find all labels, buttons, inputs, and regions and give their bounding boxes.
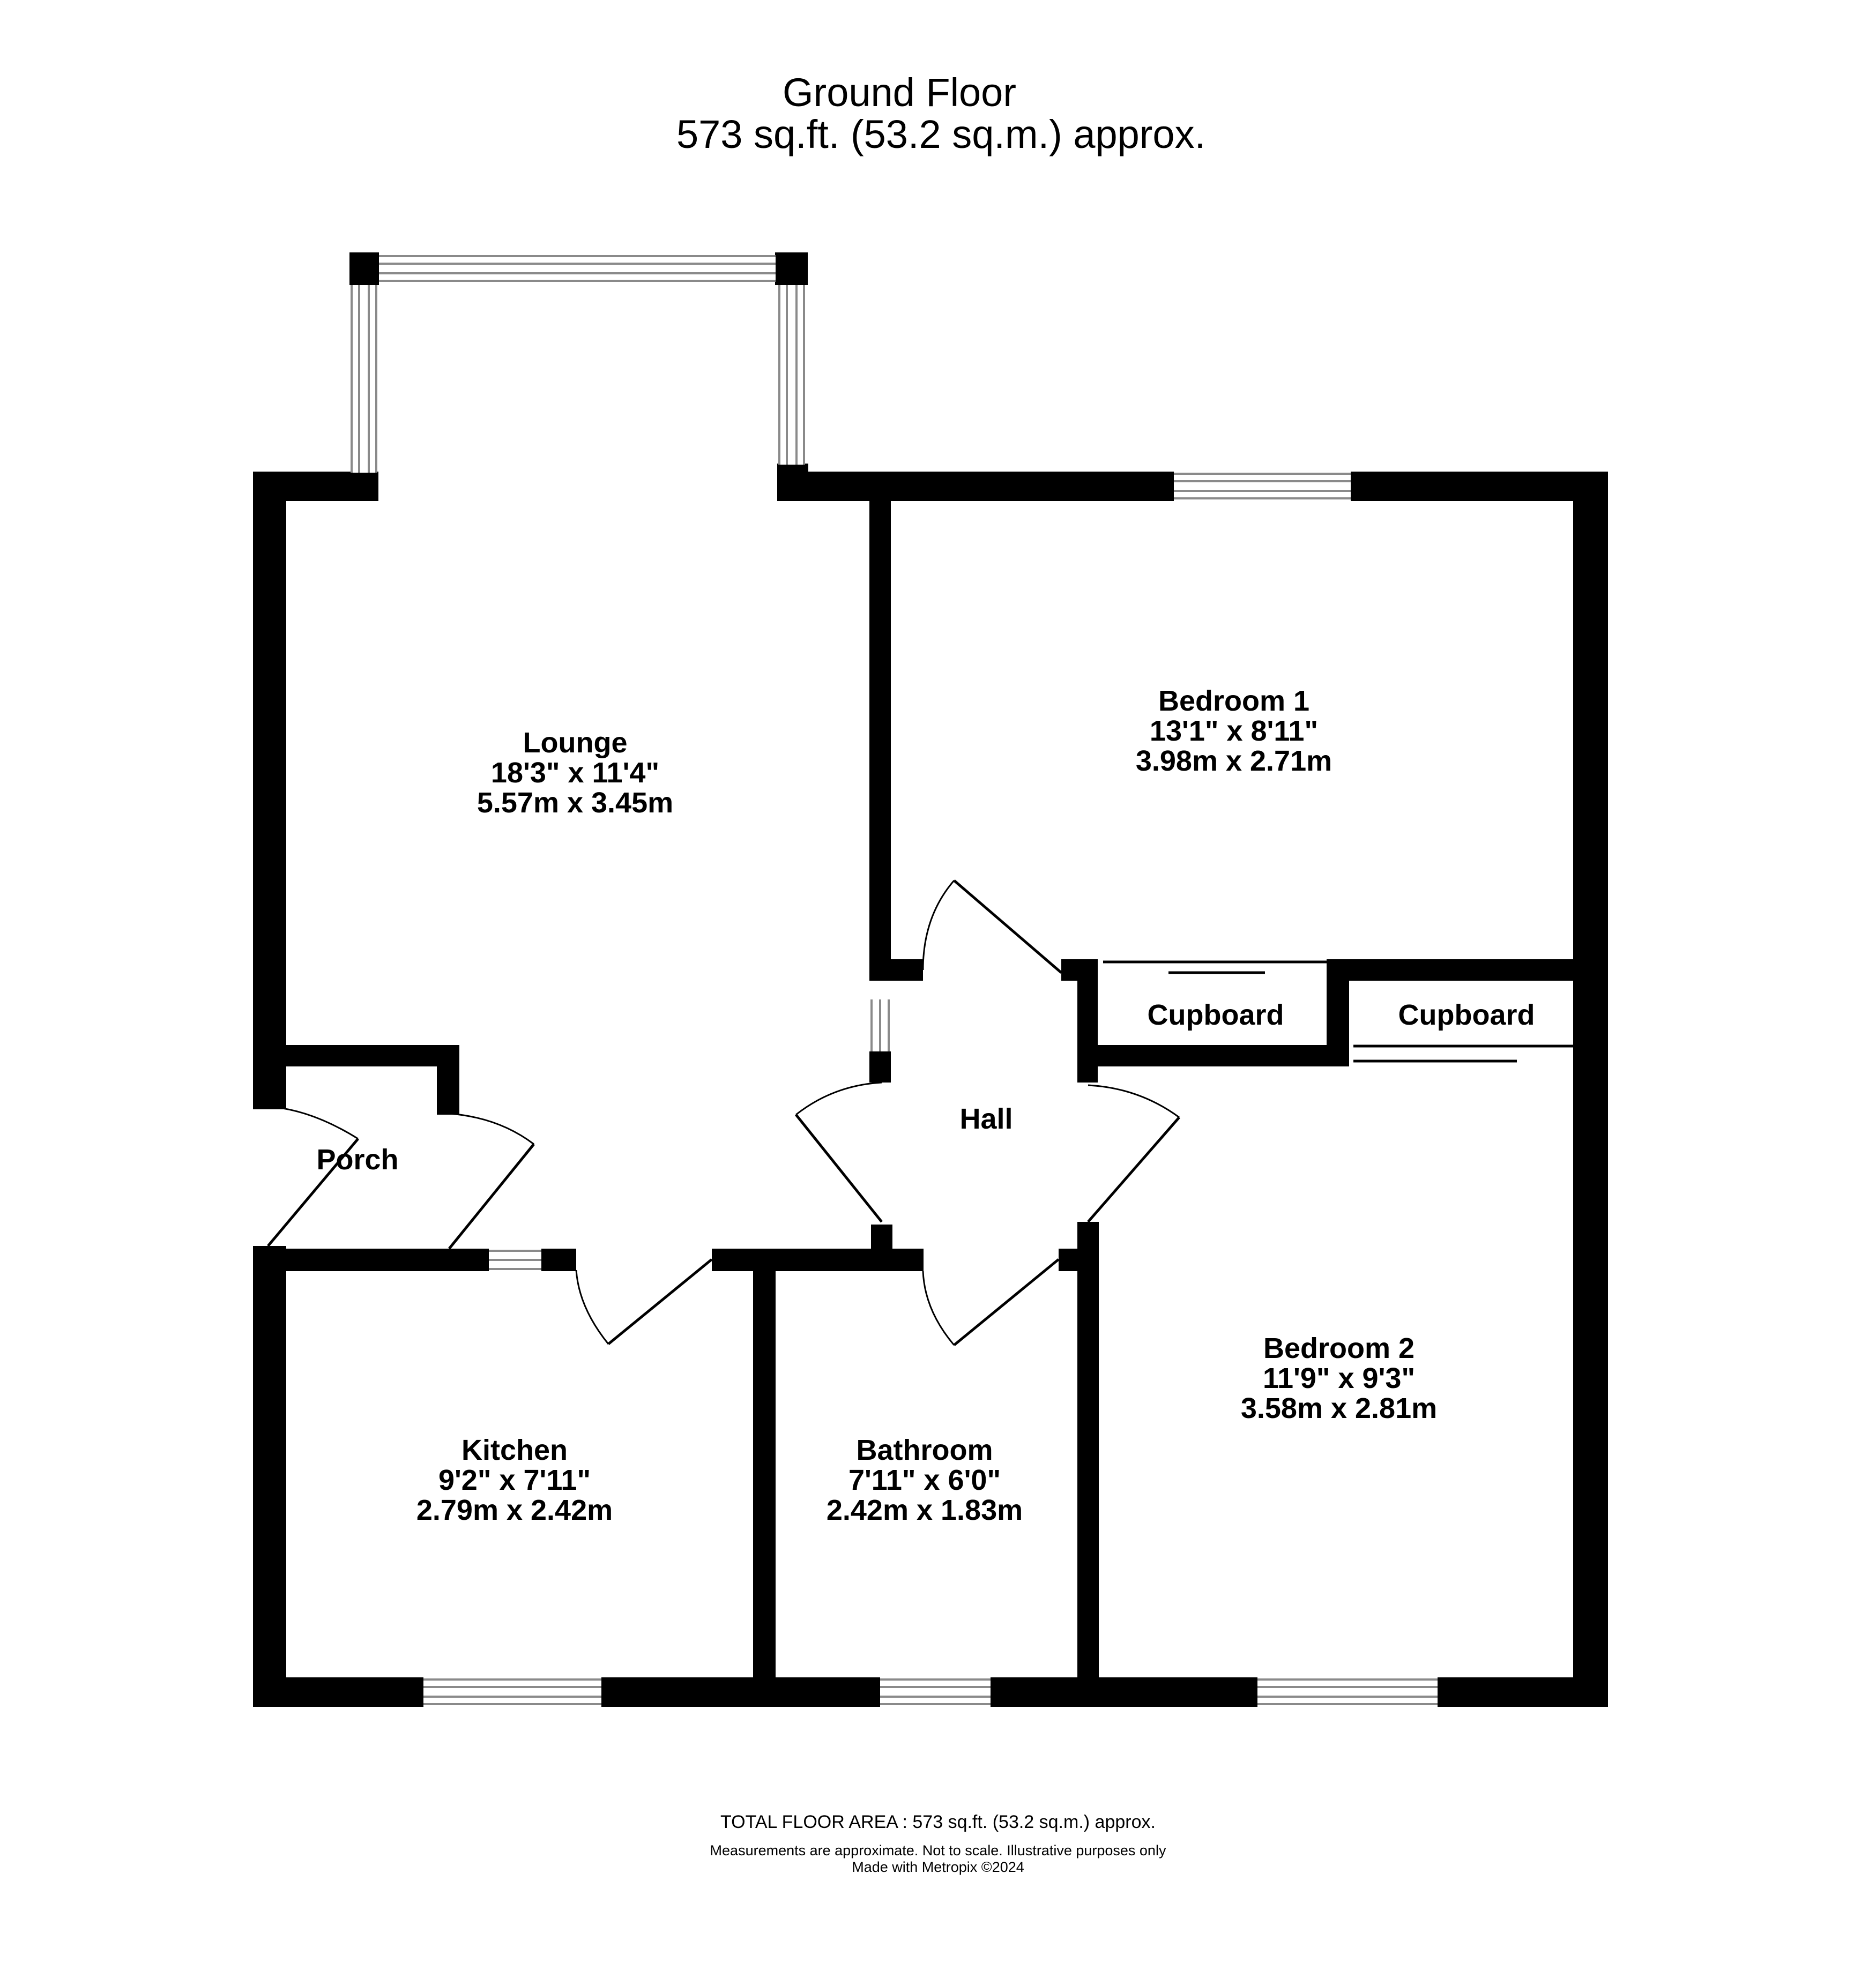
bedroom2-door-arc — [1088, 1084, 1180, 1118]
hall-left-stub — [869, 1051, 891, 1083]
bathroom-door-arc — [922, 1271, 955, 1346]
left-wall-lounge — [253, 472, 286, 1053]
room-bathroom: Bathroom 7'11" x 6'0" 2.42m x 1.83m — [827, 1435, 1023, 1525]
windows — [351, 255, 1438, 1705]
bay-post-right — [775, 252, 808, 285]
porch-outer-door-arc — [267, 1106, 359, 1140]
room-metric: 3.58m x 2.81m — [1240, 1392, 1438, 1424]
bedroom2-door-leaf — [1087, 1116, 1180, 1223]
room-imperial: 7'11" x 6'0" — [848, 1464, 1001, 1496]
room-cupboard-2: Cupboard — [1398, 1000, 1535, 1030]
room-imperial: 9'2" x 7'11" — [438, 1464, 591, 1496]
bay-post-left — [349, 252, 379, 285]
hall-left-door-arc — [795, 1081, 882, 1116]
porch-top-wall — [253, 1045, 459, 1066]
cupboard-top-wall-right — [1327, 959, 1608, 981]
room-hall: Hall — [959, 1104, 1013, 1134]
cupboard-sliding-doors — [1103, 960, 1573, 1063]
porch-inner-door-leaf — [448, 1143, 535, 1250]
room-lounge: Lounge 18'3" x 11'4" 5.57m x 3.45m — [477, 728, 673, 818]
bathroom-top-stub-left — [871, 1225, 892, 1271]
room-metric: 3.98m x 2.71m — [1135, 745, 1332, 777]
room-bedroom-2: Bedroom 2 11'9" x 9'3" 3.58m x 2.81m — [1241, 1333, 1437, 1423]
bedroom1-door-arc — [922, 880, 955, 971]
kitchen-bathroom-wall — [753, 1249, 776, 1707]
kitchen-door-arc — [575, 1270, 609, 1345]
room-metric: 5.57m x 3.45m — [477, 787, 674, 819]
room-name: Bedroom 1 — [1158, 685, 1310, 717]
room-name: Cupboard — [1147, 999, 1284, 1031]
footer-total-area: TOTAL FLOOR AREA : 573 sq.ft. (53.2 sq.m… — [720, 1812, 1156, 1832]
lounge-bedroom1-wall — [869, 501, 891, 959]
room-imperial: 11'9" x 9'3" — [1262, 1362, 1416, 1394]
room-metric: 2.42m x 1.83m — [826, 1494, 1023, 1526]
floor-name: Ground Floor — [783, 70, 1016, 115]
floor-area-header: 573 sq.ft. (53.2 sq.m.) approx. — [676, 112, 1206, 156]
footer-credit: Made with Metropix ©2024 — [852, 1859, 1024, 1875]
room-metric: 2.79m x 2.42m — [416, 1494, 613, 1526]
kitchen-door-leaf — [607, 1258, 713, 1345]
footer-disclaimer: Measurements are approximate. Not to sca… — [710, 1842, 1166, 1858]
kitchen-top-wall-left — [253, 1249, 489, 1271]
room-imperial: 13'1" x 8'11" — [1149, 715, 1319, 747]
top-wall-a — [777, 472, 1174, 501]
cupboard-bottom-wall — [1077, 1045, 1348, 1066]
left-wall-kitchen — [253, 1246, 286, 1707]
porch-inner-door-arc — [449, 1113, 534, 1145]
bedroom1-door-jamb — [869, 959, 923, 981]
room-name: Lounge — [523, 727, 628, 759]
top-wall-b — [1351, 472, 1608, 501]
room-porch: Porch — [316, 1145, 398, 1175]
room-name: Hall — [959, 1103, 1013, 1135]
room-name: Cupboard — [1398, 999, 1535, 1031]
room-name: Kitchen — [461, 1434, 568, 1466]
bottom-wall-a — [253, 1677, 423, 1707]
porch-outer-door-leaf — [267, 1138, 359, 1247]
bathroom-bedroom2-wall — [1077, 1222, 1099, 1707]
room-name: Bedroom 2 — [1263, 1332, 1415, 1364]
porch-inner-wall — [437, 1045, 459, 1115]
bottom-wall-c — [991, 1677, 1257, 1707]
kitchen-top-wall-mid — [541, 1249, 576, 1271]
room-kitchen: Kitchen 9'2" x 7'11" 2.79m x 2.42m — [416, 1435, 613, 1525]
bedroom1-door-leaf — [953, 879, 1062, 974]
bathroom-door-leaf — [953, 1258, 1060, 1346]
bottom-wall-b — [601, 1677, 880, 1707]
walls — [253, 252, 1608, 1707]
room-bedroom-1: Bedroom 1 13'1" x 8'11" 3.98m x 2.71m — [1136, 686, 1332, 776]
bottom-wall-d — [1438, 1677, 1608, 1707]
porch-left-stub — [253, 1045, 286, 1109]
right-outer-wall — [1573, 472, 1608, 1707]
doors — [267, 879, 1180, 1346]
room-name: Porch — [316, 1144, 399, 1176]
room-imperial: 18'3" x 11'4" — [490, 757, 660, 789]
hall-left-door-leaf — [795, 1114, 883, 1223]
room-cupboard-1: Cupboard — [1148, 1000, 1284, 1030]
room-name: Bathroom — [856, 1434, 993, 1466]
